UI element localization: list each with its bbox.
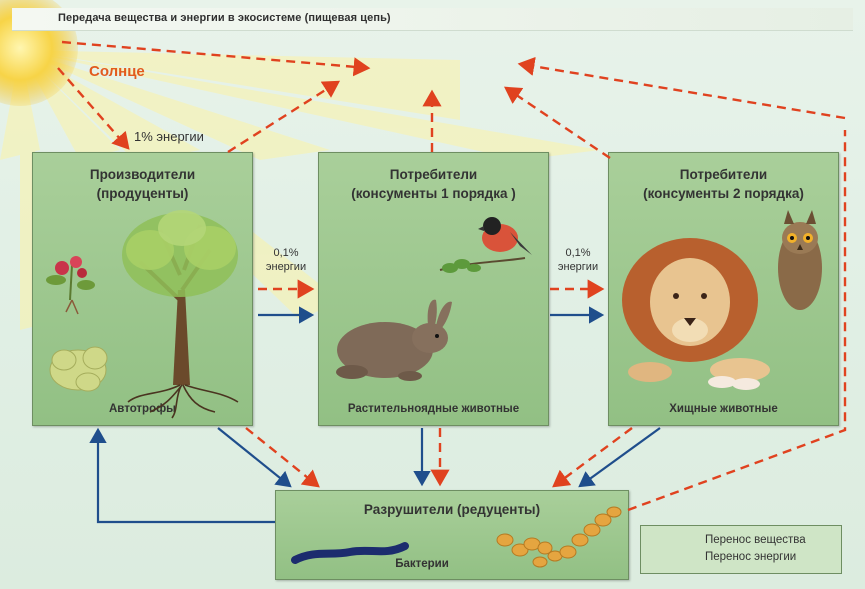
legend-energy-label: Перенос энергии bbox=[705, 551, 797, 563]
page-title: Передача вещества и энергии в экосистеме… bbox=[58, 12, 391, 24]
lion-illustration bbox=[622, 238, 770, 390]
energy-word: энергии bbox=[265, 261, 307, 273]
producers-title-line2: (продуценты) bbox=[96, 186, 189, 201]
decomposers-box: Разрушители (редуценты) Бактерии bbox=[275, 490, 629, 580]
decomposers-footer: Бактерии bbox=[395, 558, 449, 570]
energy-percent: 0,1% bbox=[565, 247, 591, 259]
energy-label-consumers1-consumers2: 0,1% энергии bbox=[550, 246, 606, 274]
worm-illustration bbox=[291, 542, 409, 564]
energy-arrow-right-top bbox=[517, 56, 846, 120]
matter-arrow-decomposers-to-producers bbox=[89, 427, 275, 524]
consumers1-box: Потребители (консументы 1 порядка ) Раст… bbox=[318, 152, 549, 426]
matter-arrow-producers-to-decomposers bbox=[217, 427, 292, 488]
energy-arrow-consumers2-up bbox=[504, 86, 611, 159]
energy-arrow-producers-up bbox=[227, 80, 341, 154]
sun-label: Солнце bbox=[89, 63, 145, 80]
energy-label-producers-consumers1: 0,1% энергии bbox=[258, 246, 314, 274]
title-bar bbox=[12, 8, 853, 31]
producers-title-line1: Производители bbox=[89, 167, 196, 182]
consumers2-footer: Хищные животные bbox=[669, 403, 778, 415]
energy-word: энергии bbox=[557, 261, 599, 273]
consumers1-title-line1: Потребители bbox=[389, 167, 478, 182]
bacteria-illustration bbox=[496, 506, 622, 568]
energy-arrow-decomposers-loop bbox=[627, 130, 847, 512]
energy-arrow-sun-to-producers bbox=[57, 67, 130, 150]
producers-footer: Автотрофы bbox=[108, 403, 176, 415]
consumers1-title-line2: (консументы 1 порядка ) bbox=[351, 186, 516, 201]
energy-arrow-sun-top bbox=[61, 40, 371, 77]
rabbit-illustration bbox=[336, 299, 452, 381]
energy-arrows bbox=[57, 40, 847, 512]
energy-percent: 0,1% bbox=[273, 247, 299, 259]
consumers1-footer: Растительноядные животные bbox=[347, 403, 520, 415]
sun-energy-label: 1% энергии bbox=[134, 129, 204, 144]
matter-arrows bbox=[89, 306, 661, 524]
consumers2-title-line1: Потребители bbox=[679, 167, 768, 182]
decomposers-title: Разрушители (редуценты) bbox=[363, 502, 541, 517]
bird-illustration bbox=[439, 217, 532, 273]
legend-matter-label: Перенос вещества bbox=[705, 534, 806, 546]
matter-arrow-consumers2-to-decomposers bbox=[578, 427, 661, 488]
energy-arrow-producers-to-decomposers-red bbox=[245, 427, 320, 488]
energy-arrow-consumers2-to-decomposers-red bbox=[552, 427, 633, 488]
flower-plant-illustration bbox=[46, 256, 95, 315]
tree-illustration bbox=[122, 210, 239, 419]
owl-illustration bbox=[778, 210, 822, 310]
lichen-illustration bbox=[49, 346, 108, 392]
consumers2-title-line2: (консументы 2 порядка) bbox=[643, 186, 804, 201]
legend: Перенос вещества Перенос энергии bbox=[640, 525, 842, 574]
